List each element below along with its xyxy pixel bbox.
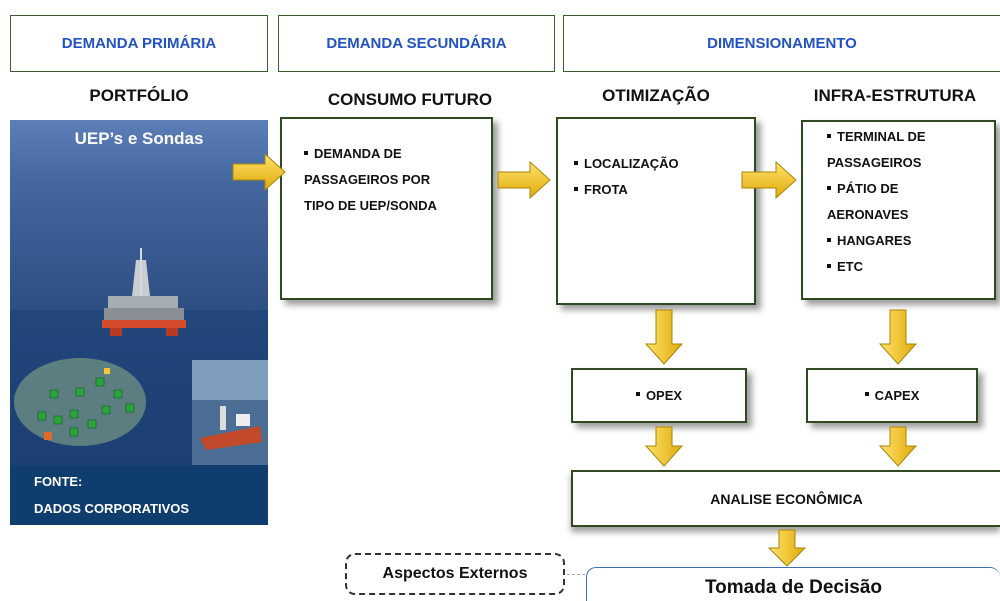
- demand-line-1: DEMANDA DE: [304, 141, 491, 167]
- demand-box: DEMANDA DE PASSAGEIROS POR TIPO DE UEP/S…: [280, 117, 493, 300]
- optimization-item-localizacao: LOCALIZAÇÃO: [574, 151, 754, 177]
- source-label: FONTE:: [34, 474, 83, 489]
- demand-line-3: TIPO DE UEP/SONDA: [304, 198, 437, 213]
- decision-box: Tomada de Decisão: [586, 567, 1000, 601]
- external-aspects-label: Aspectos Externos: [382, 565, 528, 582]
- arrow-down-icon: [644, 426, 684, 467]
- infra-line-6: ETC: [827, 254, 994, 280]
- field-map-icon: [14, 358, 146, 446]
- infra-line-3: PÁTIO DE: [827, 176, 994, 202]
- column-infra-estrutura: INFRA-ESTRUTURA: [813, 86, 977, 105]
- arrow-down-icon: [878, 426, 918, 467]
- economic-analysis-box: ANALISE ECONÔMICA: [571, 470, 1000, 527]
- opex-box: OPEX: [571, 368, 747, 423]
- bullet-icon: [574, 160, 578, 165]
- bullet-icon: [827, 263, 831, 268]
- portfolio-title: UEP’s e Sondas: [74, 129, 204, 148]
- infra-line-5: HANGARES: [827, 228, 994, 254]
- bullet-icon: [864, 392, 869, 397]
- header-demanda-secundaria-label: DEMANDA SECUNDÁRIA: [326, 35, 507, 52]
- offshore-scene-illustration: [10, 248, 268, 465]
- source-caption: FONTE: DADOS CORPORATIVOS: [10, 465, 268, 525]
- optimization-item-frota: FROTA: [574, 177, 754, 203]
- decision-label: Tomada de Decisão: [704, 577, 883, 598]
- infrastructure-box: TERMINAL DE PASSAGEIROS PÁTIO DE AERONAV…: [801, 120, 996, 300]
- arrow-down-icon: [878, 309, 918, 365]
- oil-platform-icon: [102, 248, 186, 336]
- capex-label: CAPEX: [864, 383, 919, 409]
- source-value: DADOS CORPORATIVOS: [34, 501, 190, 516]
- drillship-photo: [192, 360, 268, 465]
- portfolio-image: UEP’s e Sondas: [10, 120, 268, 465]
- header-demanda-secundaria: DEMANDA SECUNDÁRIA: [278, 15, 555, 72]
- bullet-icon: [635, 392, 640, 397]
- arrow-right-icon: [497, 160, 551, 200]
- external-aspects-box: Aspectos Externos: [345, 553, 565, 595]
- arrow-down-icon: [767, 529, 807, 567]
- column-otimizacao: OTIMIZAÇÃO: [602, 86, 710, 105]
- optimization-box: LOCALIZAÇÃO FROTA: [556, 117, 756, 305]
- infra-line-1: TERMINAL DE: [827, 124, 994, 150]
- opex-label: OPEX: [635, 383, 682, 409]
- infra-line-2: PASSAGEIROS: [827, 155, 922, 170]
- header-dimensionamento-label: DIMENSIONAMENTO: [707, 35, 857, 52]
- header-dimensionamento: DIMENSIONAMENTO: [563, 15, 1000, 72]
- bullet-icon: [827, 133, 831, 138]
- infra-line-4: AERONAVES: [827, 207, 909, 222]
- column-portfolio: PORTFÓLIO: [89, 86, 189, 105]
- arrow-down-icon: [644, 309, 684, 365]
- column-consumo-futuro: CONSUMO FUTURO: [327, 90, 493, 109]
- header-demanda-primaria-label: DEMANDA PRIMÁRIA: [61, 35, 217, 52]
- bullet-icon: [304, 150, 308, 155]
- bullet-icon: [827, 237, 831, 242]
- bullet-icon: [574, 186, 578, 191]
- capex-box: CAPEX: [806, 368, 978, 423]
- header-demanda-primaria: DEMANDA PRIMÁRIA: [10, 15, 268, 72]
- bullet-icon: [827, 185, 831, 190]
- demand-line-2: PASSAGEIROS POR: [304, 172, 431, 187]
- economic-analysis-label: ANALISE ECONÔMICA: [710, 490, 863, 507]
